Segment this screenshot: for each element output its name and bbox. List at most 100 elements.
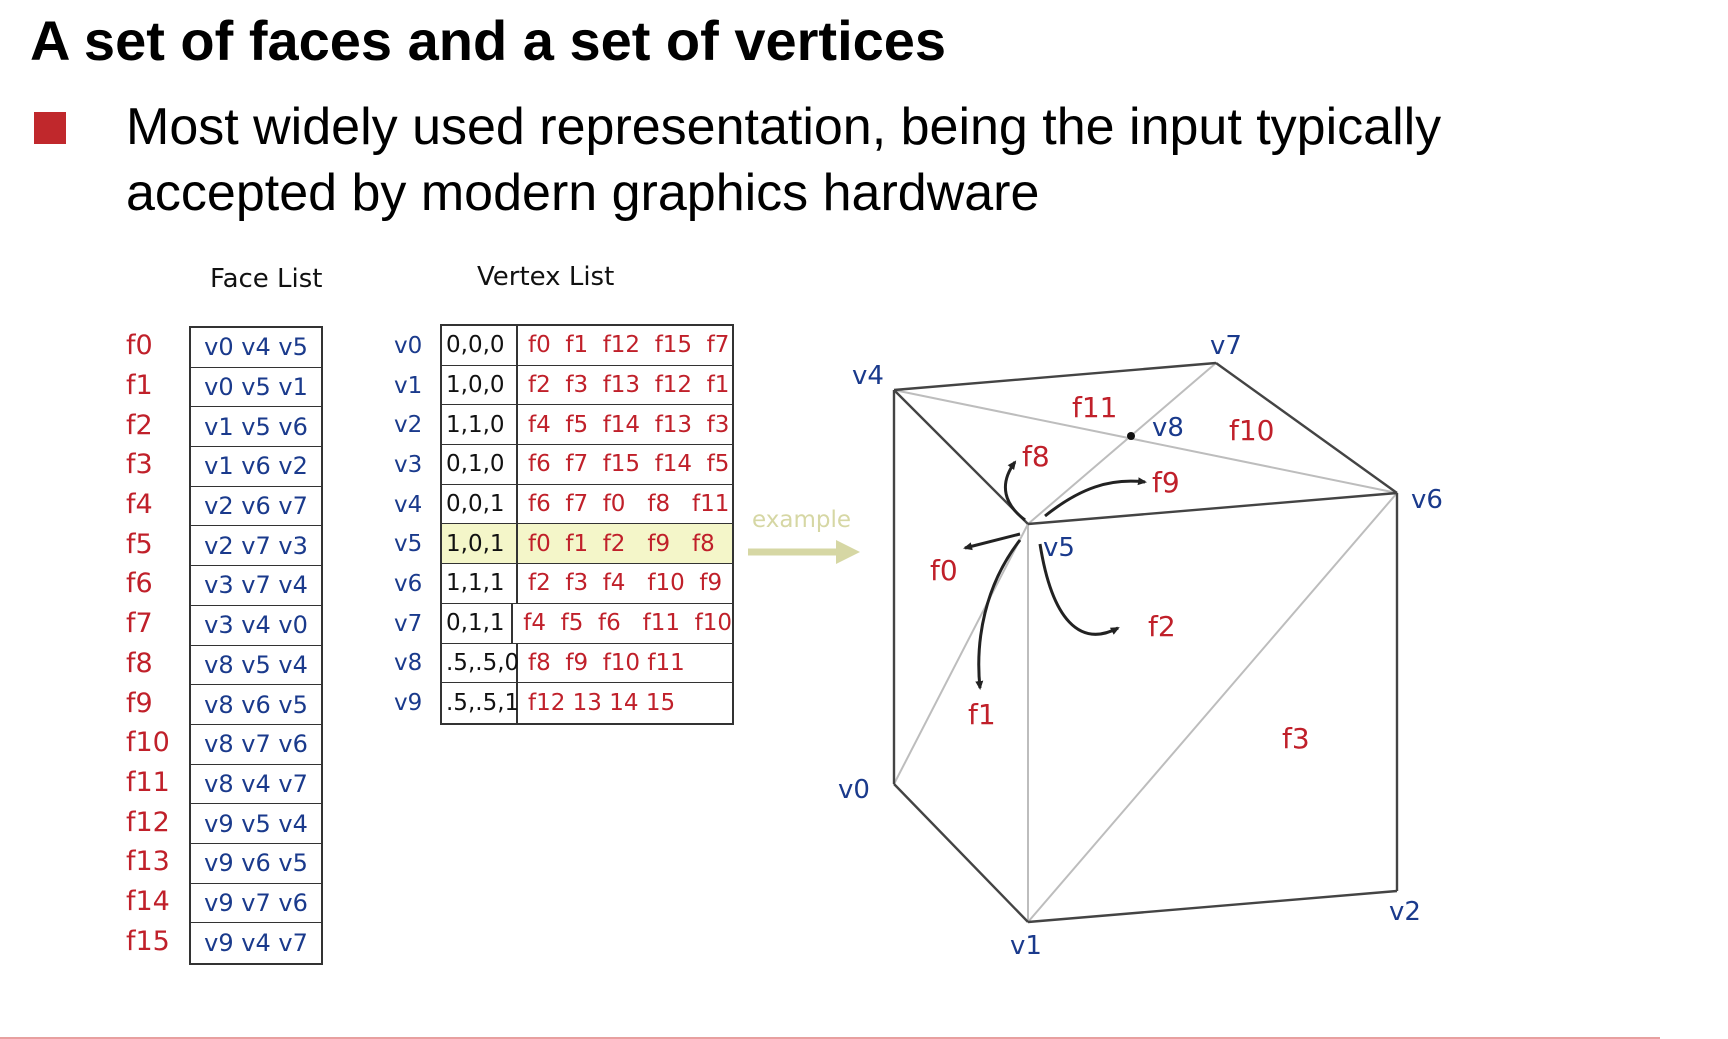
f3-label: f3 [1282,722,1310,755]
face-row: v8 v5 v4 [191,646,321,686]
face-row: v9 v4 v7 [204,929,308,958]
vertex-row: 0,1,1 f4 f5 f6 f11 f10 [442,603,732,644]
edge-v5-v0 [893,523,1029,785]
vertex-row: 1,0,0 f2 f3 f13 f12 f1 [442,365,732,406]
face-label: f4 [126,489,153,521]
vertex-row: 1,1,1 f2 f3 f4 f10 f9 [442,564,732,604]
face-row: v0 v4 v5 [191,328,321,368]
vertex-label: v1 [394,372,423,399]
face-label: f1 [126,370,153,402]
f10-label: f10 [1229,414,1275,447]
vertex-label: v8 [394,650,423,677]
v6-label: v6 [1411,485,1443,515]
v8-point [1127,432,1135,440]
f1-label: f1 [968,698,996,731]
vertex-list-table: 0,0,0 f0 f1 f12 f15 f7 1,0,0 f2 f3 f13 f12 … [440,324,734,725]
face-row: v2 v6 v7 [191,487,321,527]
edge-v4-v7 [893,361,1217,392]
f11-label: f11 [1072,391,1118,424]
face-row: v8 v6 v5 [191,685,321,725]
slide-title: A set of faces and a set of vertices [30,9,947,72]
face-row: v0 v5 v1 [191,368,321,408]
vertex-faces: f0 f1 f12 f15 f7 [528,332,730,359]
bullet-square-icon [34,112,66,144]
arrow-f9 [1044,477,1147,518]
face-row: v8 v7 v6 [191,725,321,765]
vertex-row: 0,0,1 f6 f7 f0 f8 f11 [442,484,732,525]
face-row: v9 v5 v4 [191,804,321,844]
face-label: f6 [126,568,153,600]
v4-label: v4 [852,361,884,391]
edge-v1-v2 [1027,889,1398,924]
vertex-faces: f6 f7 f15 f14 f5 [528,451,730,478]
v0-label: v0 [838,775,870,805]
face-label: f3 [126,449,153,481]
vertex-label: v4 [394,491,423,518]
face-label: f7 [126,608,153,640]
face-label: f10 [126,727,170,759]
face-list-title: Face List [210,264,323,294]
face-row: v8 v4 v7 [191,765,321,805]
face-row: v9 v7 v6 [191,884,321,924]
vertex-label: v7 [394,610,423,637]
vertex-coords: 0,0,0 [442,326,518,365]
vertex-coords: .5,.5,1 [442,683,519,723]
v8-label: v8 [1152,413,1184,443]
vertex-faces: f8 f9 f10 f11 [528,649,685,676]
arrow-f8 [1004,460,1026,522]
vertex-faces: f2 f3 f13 f12 f1 [528,372,730,399]
face-row: v2 v7 v3 [191,526,321,567]
face-label: f2 [126,409,153,441]
face-label: f12 [126,806,170,838]
vertex-row: 0,1,0 f6 f7 f15 f14 f5 [442,445,732,485]
v2-label: v2 [1389,897,1421,927]
vertex-coords: 0,1,1 [442,603,514,643]
vertex-faces: f4 f5 f6 f11 f10 [523,610,732,637]
edge-v4-v6 [893,389,1398,494]
face-label: f9 [126,687,153,719]
vertex-coords: .5,.5,0 [442,643,519,683]
face-label: f13 [126,846,170,878]
arrow-f2 [1038,543,1120,636]
face-label: f8 [126,647,153,679]
vertex-label: v9 [394,690,423,717]
face-row: v3 v4 v0 [191,606,321,646]
face-label: f0 [126,330,153,362]
vertex-label: v0 [394,332,423,359]
vertex-faces: f0 f1 f2 f9 f8 [528,530,715,557]
vertex-coords: 1,0,0 [442,365,518,405]
vertex-coords: 1,1,1 [442,564,518,603]
v5-label: v5 [1043,533,1075,563]
v7-label: v7 [1210,331,1242,361]
arrow-f1 [975,539,1022,690]
edge-v4-v5 [893,389,1029,525]
bullet-text: Most widely used representation, being t… [126,94,1441,226]
example-arrow-icon [748,540,860,564]
vertex-coords: 0,0,1 [442,484,518,524]
vertex-coords: 0,1,0 [442,445,518,484]
face-row: v9 v6 v5 [191,844,321,884]
vertex-list-title: Vertex List [477,262,615,292]
face-row: v1 v5 v6 [191,407,321,448]
edge-v5-v7 [1027,362,1217,525]
vertex-row: .5,.5,0 f8 f9 f10 f11 [442,643,732,684]
vertex-label: v5 [394,531,423,558]
f0-label: f0 [930,554,958,587]
face-row: v3 v7 v4 [191,566,321,606]
bullet-line-2: accepted by modern graphics hardware [126,164,1040,222]
vertex-faces: f6 f7 f0 f8 f11 [528,491,730,518]
face-label: f14 [126,885,170,917]
face-row: v1 v6 v2 [191,447,321,487]
vertex-faces: f4 f5 f14 f13 f3 [528,411,730,438]
edge-v0-v1 [893,783,1029,923]
edge-v7-v6 [1215,362,1398,494]
vertex-faces: f2 f3 f4 f10 f9 [528,570,723,597]
f8-label: f8 [1022,440,1050,473]
edge-v5-v6 [1027,491,1398,526]
arrow-f0 [963,532,1021,551]
